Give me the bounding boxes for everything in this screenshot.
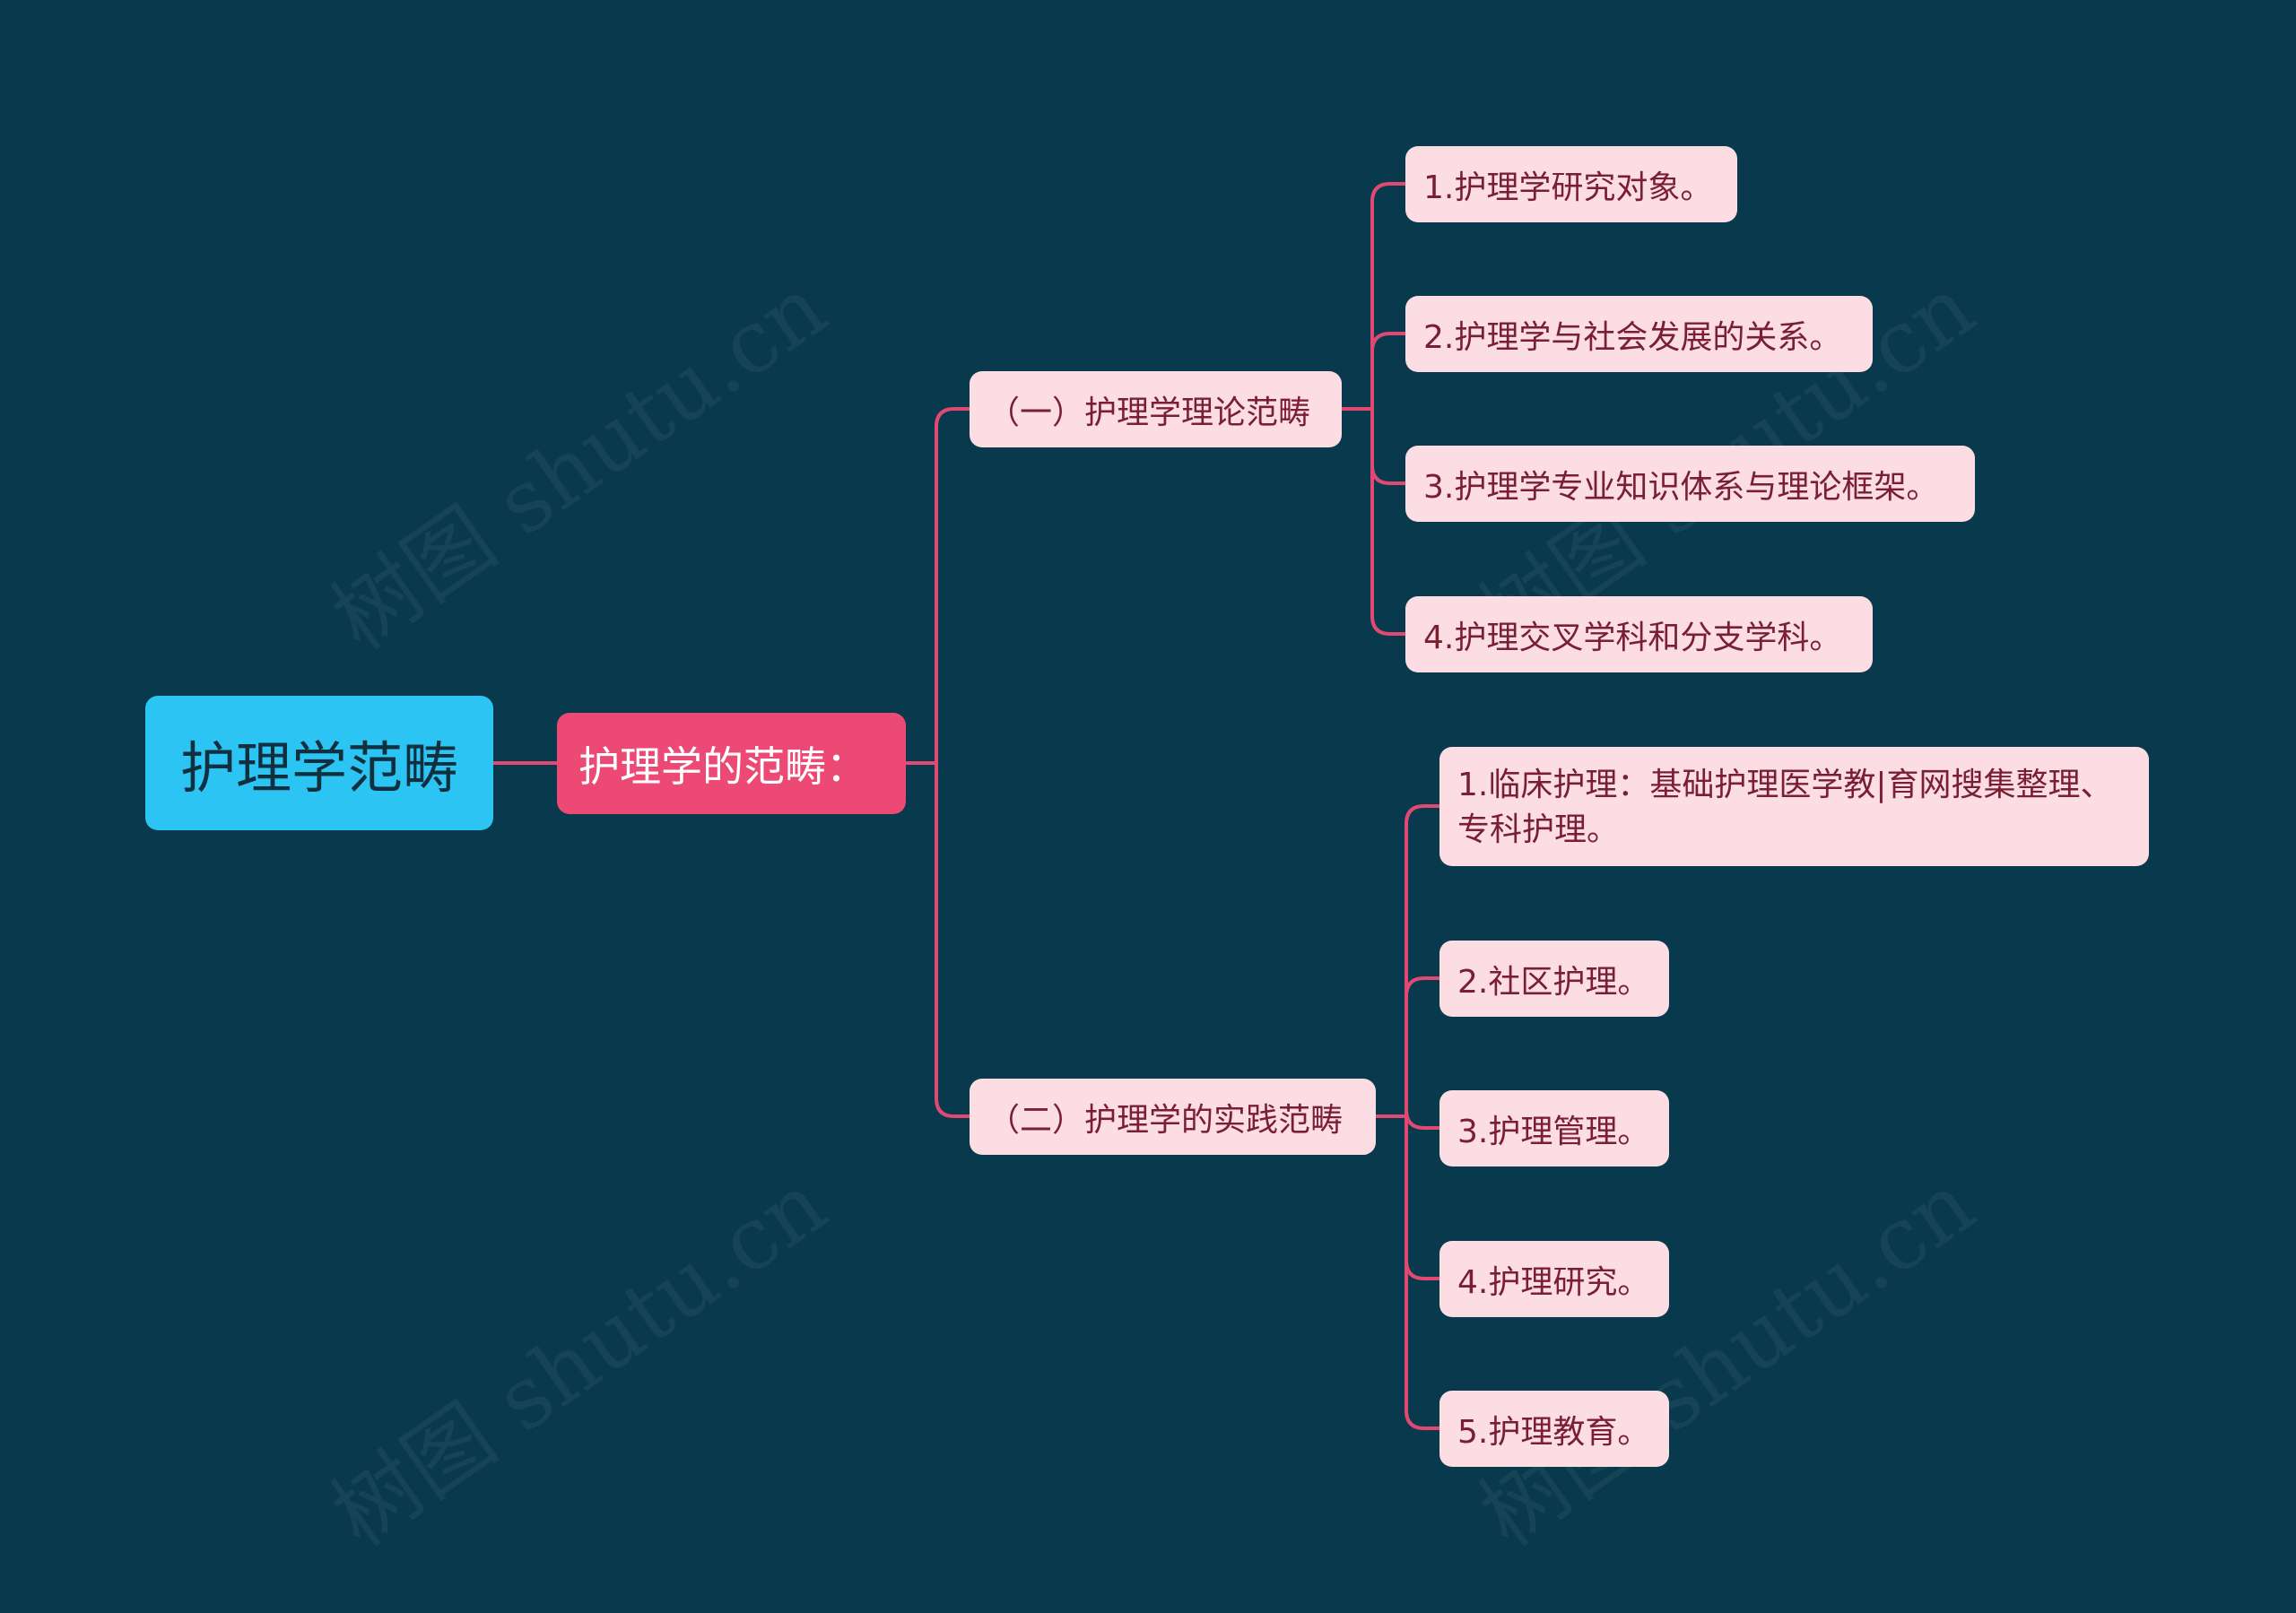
practice-branch-link-5 xyxy=(1405,1114,1441,1430)
branch-practice[interactable]: （二）护理学的实践范畴 xyxy=(970,1079,1376,1155)
theory-item-4[interactable]: 4.护理交叉学科和分支学科。 xyxy=(1405,596,1873,672)
practice-item-4[interactable]: 4.护理研究。 xyxy=(1439,1241,1669,1317)
theory-item-1[interactable]: 1.护理学研究对象。 xyxy=(1405,146,1737,222)
main-topic[interactable]: 护理学的范畴： xyxy=(557,713,906,814)
main-branch-link-1 xyxy=(935,407,971,765)
branch-theory[interactable]: （一）护理学理论范畴 xyxy=(970,371,1342,447)
theory-item-3[interactable]: 3.护理学专业知识体系与理论框架。 xyxy=(1405,446,1975,522)
root-topic[interactable]: 护理学范畴 xyxy=(145,696,493,830)
practice-branch-link-4 xyxy=(1405,1114,1441,1280)
practice-item-5[interactable]: 5.护理教育。 xyxy=(1439,1391,1669,1467)
practice-item-3[interactable]: 3.护理管理。 xyxy=(1439,1090,1669,1166)
practice-branch-link-2 xyxy=(1405,976,1441,1118)
practice-branch-link-3 xyxy=(1405,1109,1441,1130)
practice-item-1[interactable]: 1.临床护理：基础护理医学教|育网搜集整理、专科护理。 xyxy=(1439,747,2149,866)
theory-branch-link-3 xyxy=(1370,407,1407,485)
theory-branch-link-4 xyxy=(1370,407,1407,636)
theory-item-2[interactable]: 2.护理学与社会发展的关系。 xyxy=(1405,296,1873,372)
practice-branch-link-1 xyxy=(1405,804,1441,1118)
theory-branch-link-1 xyxy=(1370,182,1407,411)
main-branch-link-2 xyxy=(935,761,971,1118)
theory-branch-link-2 xyxy=(1370,332,1407,411)
practice-item-2[interactable]: 2.社区护理。 xyxy=(1439,941,1669,1017)
